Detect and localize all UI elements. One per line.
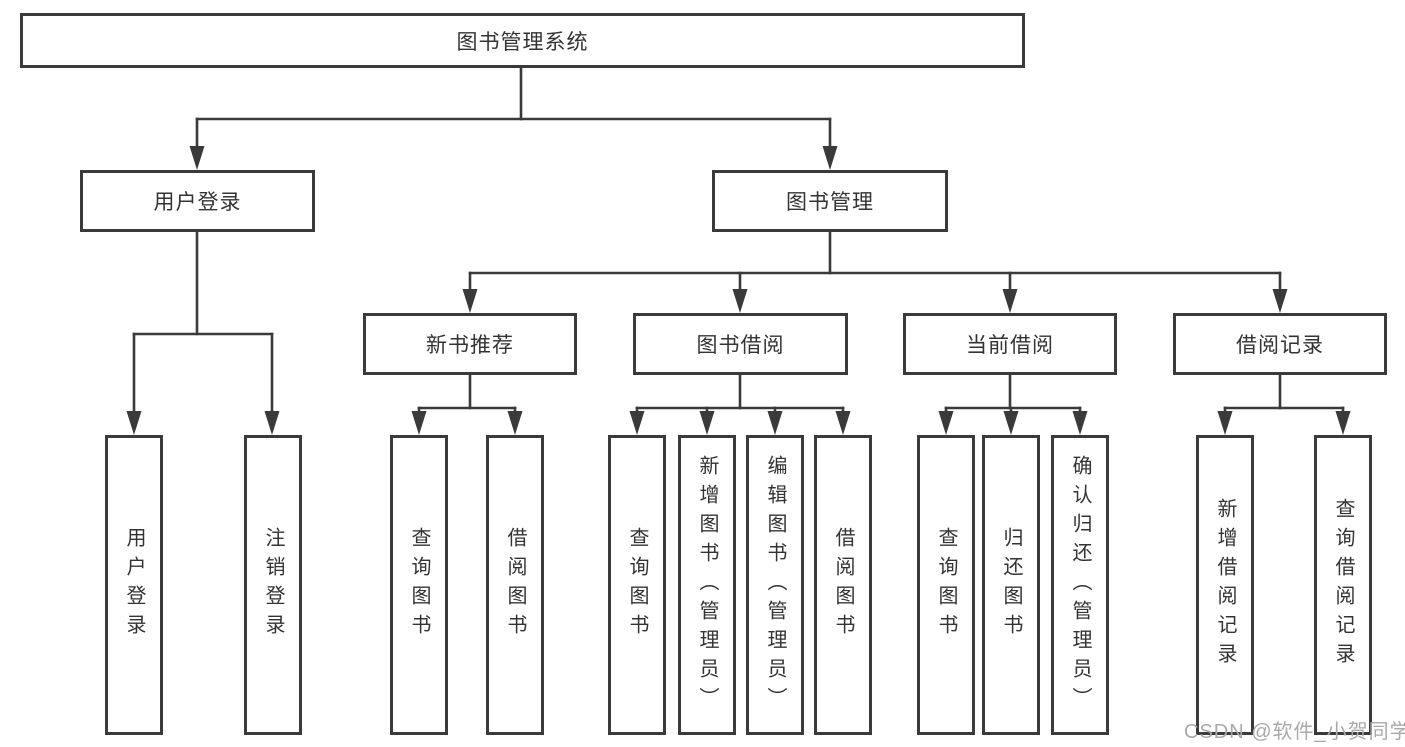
node-borrowing-records: 借阅记录: [1173, 313, 1387, 375]
leaf-user-login: 用户登录: [105, 435, 163, 735]
node-label: 新增图书（管理员）: [696, 454, 718, 716]
node-label: 图书管理: [786, 191, 874, 214]
node-label: 当前借阅: [966, 334, 1054, 357]
node-new-book-recommendation: 新书推荐: [363, 313, 577, 375]
node-user-login: 用户登录: [80, 170, 315, 232]
leaf-borrow-books-recommend: 借阅图书: [486, 435, 544, 735]
leaf-add-book-admin: 新增图书（管理员）: [678, 435, 736, 735]
leaf-logout: 注销登录: [244, 435, 302, 735]
node-label: 用户登录: [153, 191, 242, 214]
node-current-borrowing: 当前借阅: [903, 313, 1117, 375]
leaf-confirm-return-admin: 确认归还（管理员）: [1051, 435, 1109, 735]
leaf-edit-book-admin: 编辑图书（管理员）: [746, 435, 804, 735]
node-book-borrowing: 图书借阅: [633, 313, 848, 375]
leaf-query-borrow-record: 查询借阅记录: [1314, 435, 1372, 735]
node-book-management: 图书管理: [712, 170, 948, 232]
node-label: 查询图书: [408, 527, 430, 643]
node-label: 注销登录: [262, 527, 284, 643]
leaf-add-borrow-record: 新增借阅记录: [1196, 435, 1254, 735]
node-label: 确认归还（管理员）: [1069, 454, 1091, 716]
node-label: 查询图书: [626, 527, 648, 643]
node-label: 图书借阅: [696, 334, 785, 357]
node-label: 借阅图书: [504, 527, 526, 643]
leaf-query-books-current: 查询图书: [917, 435, 975, 735]
node-label: 新书推荐: [426, 334, 514, 357]
node-label: 查询借阅记录: [1332, 498, 1354, 672]
node-label: 借阅图书: [832, 527, 854, 643]
node-label: 图书管理系统: [456, 30, 589, 54]
csdn-watermark: CSDN @软件_小贺同学: [1184, 721, 1405, 743]
leaf-borrow-books-borrowing: 借阅图书: [814, 435, 872, 735]
node-label: 查询图书: [935, 527, 957, 643]
leaf-return-book: 归还图书: [982, 435, 1040, 735]
node-library-management-system: 图书管理系统: [20, 13, 1025, 68]
node-label: 新增借阅记录: [1214, 498, 1236, 672]
leaf-query-books-recommend: 查询图书: [390, 435, 448, 735]
node-label: 归还图书: [1000, 527, 1022, 643]
node-label: 用户登录: [123, 527, 145, 643]
node-label: 借阅记录: [1236, 334, 1324, 357]
node-label: 编辑图书（管理员）: [764, 454, 786, 716]
leaf-query-books-borrowing: 查询图书: [608, 435, 666, 735]
